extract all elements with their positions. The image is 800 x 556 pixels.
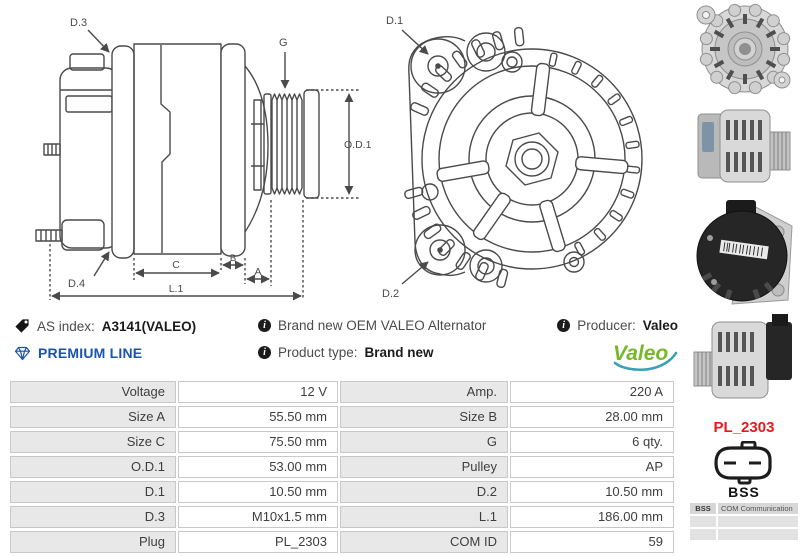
dim-label-d1: D.1 — [386, 15, 403, 27]
valeo-logo-text: Valeo — [613, 342, 668, 365]
dim-label-d2: D.2 — [382, 288, 399, 300]
spec-label: Size B — [340, 406, 508, 428]
spec-label: D.3 — [10, 506, 176, 528]
com-value — [718, 516, 798, 527]
spec-row: D.3 M10x1.5 mm L.1 186.00 mm — [10, 506, 674, 528]
spec-value: 55.50 mm — [178, 406, 338, 428]
connector-type-label: BSS — [728, 484, 760, 500]
spec-table: Voltage 12 V Amp. 220 A Size A 55.50 mm … — [8, 378, 676, 556]
as-index-label: AS index: — [37, 318, 95, 334]
as-index-row: AS index: A3141(VALEO) — [14, 318, 196, 334]
com-value — [718, 529, 798, 540]
diamond-icon — [14, 346, 31, 360]
diagram-front-view: D.1 D.2 — [382, 15, 643, 300]
spec-value: 220 A — [510, 381, 674, 403]
producer-value: Valeo — [642, 318, 678, 333]
dim-label-od1: O.D.1 — [344, 139, 372, 151]
spec-label: Pulley — [340, 456, 508, 478]
product-photo-rear — [692, 198, 796, 310]
dim-label-b: B — [230, 253, 236, 264]
product-photo-front — [692, 2, 796, 96]
dim-label-g: G — [279, 37, 288, 49]
dim-label-d3: D.3 — [70, 17, 87, 29]
spec-row: D.1 10.50 mm D.2 10.50 mm — [10, 481, 674, 503]
spec-label: Plug — [10, 531, 176, 553]
spec-value: 59 — [510, 531, 674, 553]
alternator-rear-photo-image — [696, 200, 793, 305]
spec-row: Voltage 12 V Amp. 220 A — [10, 381, 674, 403]
alternator-front-photo-image — [696, 3, 791, 95]
alternator-side-photo-image — [697, 109, 791, 183]
spec-row: Plug PL_2303 COM ID 59 — [10, 531, 674, 553]
com-communication-table: BSS COM Communication — [690, 503, 798, 542]
premium-line-badge: PREMIUM LINE — [38, 345, 143, 361]
spec-value: 6 qty. — [510, 431, 674, 453]
com-row — [690, 516, 798, 527]
spec-label: G — [340, 431, 508, 453]
spec-value: 10.50 mm — [178, 481, 338, 503]
spec-label: O.D.1 — [10, 456, 176, 478]
com-key: BSS — [690, 503, 716, 514]
spec-value: 12 V — [178, 381, 338, 403]
plug-code-label: PL_2303 — [713, 419, 775, 436]
spec-value: 53.00 mm — [178, 456, 338, 478]
com-row: BSS COM Communication — [690, 503, 798, 514]
alternator-side-photo-image — [693, 314, 792, 399]
com-key — [690, 529, 716, 540]
spec-value: 75.50 mm — [178, 431, 338, 453]
oem-row: i Brand new OEM VALEO Alternator — [258, 318, 486, 333]
info-icon: i — [557, 319, 571, 332]
spec-value: AP — [510, 456, 674, 478]
as-index-value: A3141(VALEO) — [101, 318, 197, 334]
product-photo-side-left — [692, 312, 796, 410]
spec-label: COM ID — [340, 531, 508, 553]
spec-label: L.1 — [340, 506, 508, 528]
spec-value: 28.00 mm — [510, 406, 674, 428]
spec-row: Size A 55.50 mm Size B 28.00 mm — [10, 406, 674, 428]
spec-value: 10.50 mm — [510, 481, 674, 503]
tag-icon — [15, 319, 29, 333]
spec-row: Size C 75.50 mm G 6 qty. — [10, 431, 674, 453]
dim-label-c: C — [172, 259, 180, 271]
oem-text: Brand new OEM VALEO Alternator — [278, 318, 487, 333]
spec-label: Size A — [10, 406, 176, 428]
premium-line-row: PREMIUM LINE — [14, 345, 142, 361]
product-photo-side-right — [692, 98, 796, 194]
product-type-row: i Product type: Brand new — [258, 345, 434, 360]
info-icon: i — [258, 346, 271, 359]
product-type-value: Brand new — [364, 345, 434, 360]
com-key — [690, 516, 716, 527]
spec-label: Size C — [10, 431, 176, 453]
spec-value: PL_2303 — [178, 531, 338, 553]
product-photo-sidebar: PL_2303 BSS BSS COM Communication — [688, 0, 800, 556]
diagram-side-view: D.3 G O.D.1 D.4 C B A L.1 — [35, 17, 372, 301]
dim-label-a: A — [254, 266, 261, 278]
spec-label: D.1 — [10, 481, 176, 503]
spec-value: M10x1.5 mm — [178, 506, 338, 528]
info-icon: i — [258, 319, 271, 332]
spec-label: D.2 — [340, 481, 508, 503]
spec-value: 186.00 mm — [510, 506, 674, 528]
com-row — [690, 529, 798, 540]
dim-label-l1: L.1 — [169, 283, 184, 295]
valeo-logo: Valeo — [613, 342, 678, 371]
spec-label: Amp. — [340, 381, 508, 403]
dim-label-d4: D.4 — [68, 278, 85, 290]
plug-connector-icon — [714, 441, 772, 485]
producer-label: Producer: — [577, 318, 636, 333]
producer-row: i Producer: Valeo — [520, 318, 678, 333]
spec-label: Voltage — [10, 381, 176, 403]
spec-row: O.D.1 53.00 mm Pulley AP — [10, 456, 674, 478]
com-value: COM Communication — [718, 503, 798, 514]
product-type-label: Product type: — [278, 345, 358, 360]
